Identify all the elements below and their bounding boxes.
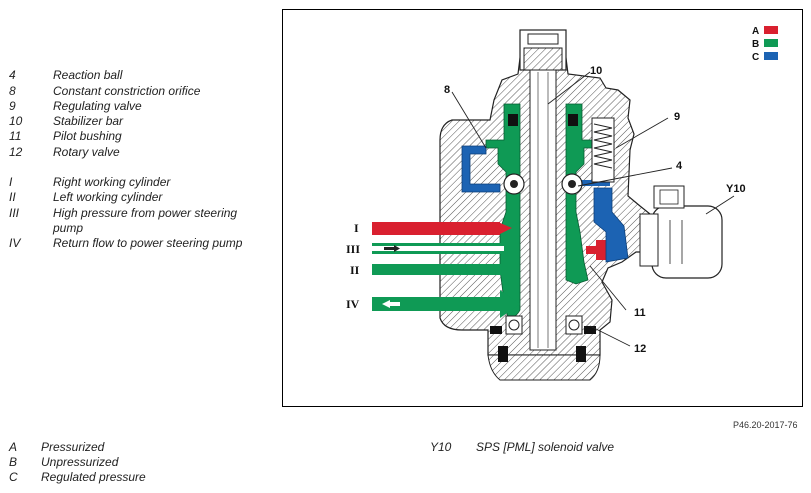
callout-leaders [451,71,735,347]
legend-key: IV [9,236,21,250]
seal-bottom-left [490,326,502,334]
figure-code: P46.20-2017-76 [733,420,798,430]
arrow-right-icon [384,245,400,252]
port-label-II: II [350,263,360,277]
legend-key: II [9,190,16,204]
seal-top-left [508,114,518,126]
legend-label: Stabilizer bar [53,114,124,128]
seal-top-right [568,114,578,126]
key-swatch-A [764,26,778,34]
legend-label: Unpressurized [41,455,119,469]
torsion-shaft [529,69,557,351]
legend-label: Regulating valve [53,99,142,113]
legend-key: 4 [9,68,16,82]
legend-key: Y10 [430,440,452,454]
legend-label: Left working cylinder [53,190,163,204]
valve-lower-body [487,354,601,381]
legend-key: C [9,470,18,484]
callout-9: 9 [674,111,680,123]
port-label-IV: IV [346,297,360,311]
legend-key: III [9,206,20,220]
legend-label: Right working cylinder [53,175,171,189]
legend-key: A [9,440,18,454]
legend-key: 12 [9,145,23,159]
port-label-I: I [354,221,359,235]
legend-label: Pilot bushing [53,129,122,143]
key-swatch-B [764,39,778,47]
key-label-A: A [752,26,759,37]
legend-key: 9 [9,99,16,113]
port-IV-line [372,297,504,311]
legend-label: Rotary valve [53,145,120,159]
arrow-left-icon [382,300,400,308]
legend-label: SPS [PML] solenoid valve [476,440,615,454]
figure-frame [282,9,803,407]
legend-label: Regulated pressure [41,470,146,484]
legend-label: Return flow to power steering pump [53,236,243,250]
legend-key: 11 [9,129,22,143]
regulated-pressure-path [461,145,501,193]
callout-10: 10 [590,65,602,77]
solenoid-body [651,205,723,279]
key-label-B: B [752,39,759,50]
legend-label: High pressure from power steering pump [53,206,238,235]
legend-label: Pressurized [41,440,105,454]
legend-label: Reaction ball [53,68,123,82]
callout-4: 4 [676,160,683,172]
key-swatch-C [764,52,778,60]
callout-Y10: Y10 [726,183,746,195]
port-II-line [372,264,504,275]
rotary-valve-bearing-right [565,315,583,335]
solenoid-connector [653,185,685,209]
legend-key: 8 [9,84,16,98]
port-label-III: III [346,242,360,256]
callout-8: 8 [444,84,450,96]
seal-bottom-right [584,326,596,334]
legend-key: I [9,175,13,189]
port-I-line [372,222,500,235]
callout-12: 12 [634,343,646,355]
legend-label: Constant constriction orifice [53,84,201,98]
key-label-C: C [752,52,759,63]
legend-key: B [9,455,18,469]
rotary-valve-bearing-left [505,315,523,335]
legend-key: 10 [9,114,23,128]
callout-11: 11 [634,307,646,319]
